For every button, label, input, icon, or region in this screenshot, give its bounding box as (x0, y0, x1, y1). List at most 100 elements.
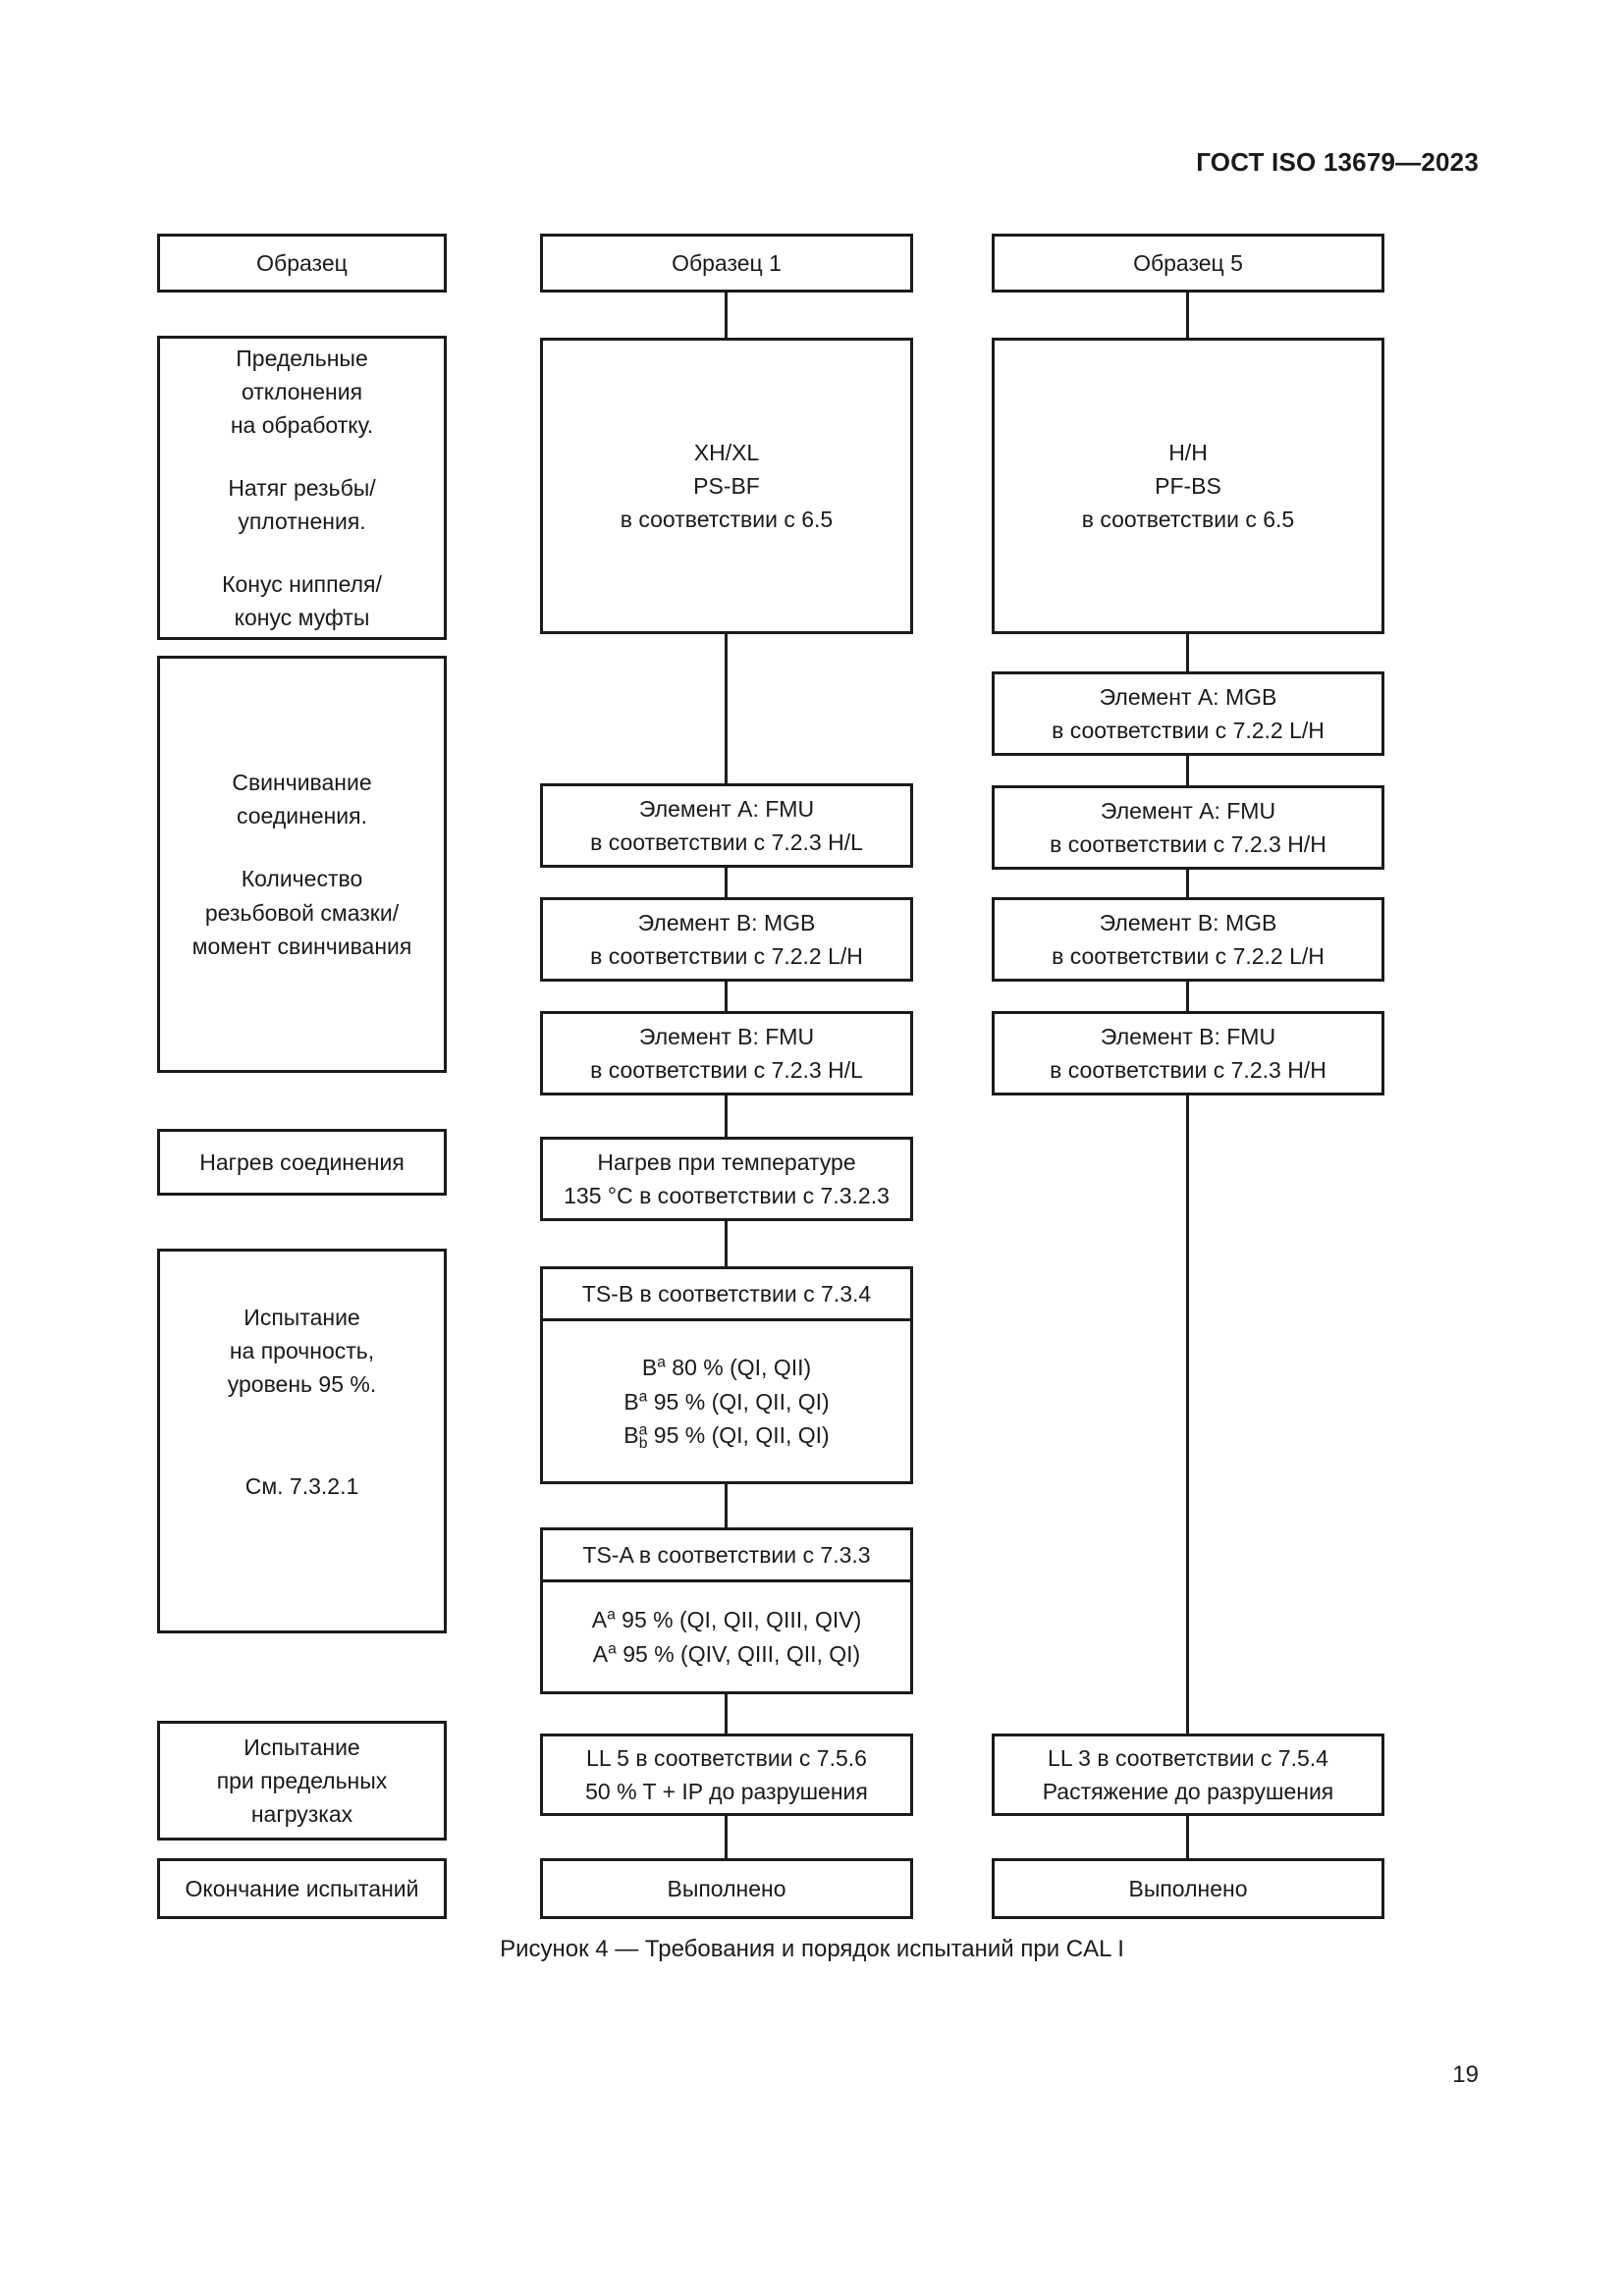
stage-makeup-line3: Количество (241, 866, 363, 892)
specimen5-spec-line1: H/H (1168, 439, 1208, 465)
stage-tolerances-line6: Конус ниппеля/ (222, 571, 382, 598)
specimen1-element-a-fmu-box: Элемент A: FMU в соответствии с 7.2.3 H/… (540, 783, 913, 868)
specimen1-header-box: Образец 1 (540, 234, 913, 293)
specimen5-spec-box: H/H PF-BS в соответствии с 6.5 (992, 338, 1384, 634)
page-number: 19 (1452, 2061, 1479, 2088)
stage-tolerances-line4: Натяг резьбы/ (228, 474, 376, 501)
specimen5-element-a-mgb-line1: Элемент A: MGB (1099, 683, 1277, 710)
specimen1-heating-box: Нагрев при температуре 135 °C в соответс… (540, 1137, 913, 1221)
stage-makeup-line4: резьбовой смазки/ (204, 899, 400, 926)
specimen5-spec-line2: PF-BS (1155, 472, 1221, 499)
specimen5-element-b-fmu-line2: в соответствии с 7.2.3 H/H (1050, 1057, 1326, 1083)
specimen1-ts-b-body: Ba 80 % (QI, QII) Ba 95 % (QI, QII, QI) … (543, 1321, 910, 1481)
specimen1-limit-load-box: LL 5 в соответствии с 7.5.6 50 % T + IP … (540, 1734, 913, 1816)
specimen1-limit-load-line2: 50 % T + IP до разрушения (585, 1779, 868, 1804)
connector-specimen1-header-to-spec (725, 293, 728, 338)
specimen1-ts-a-header: TS-A в соответствии с 7.3.3 (543, 1530, 910, 1583)
specimen1-spec-line1: XH/XL (693, 439, 760, 465)
connector-specimen5-b-mgb-to-b-fmu (1186, 982, 1189, 1011)
stage-limit-loads-line3: нагрузках (250, 1801, 353, 1828)
specimen1-header-label: Образец 1 (672, 249, 782, 276)
stage-tolerances-line1: Предельные (236, 345, 368, 371)
specimen1-heating-line1: Нагрев при температуре (597, 1148, 856, 1175)
stage-heating-box: Нагрев соединения (157, 1129, 447, 1196)
connector-specimen1-a-fmu-to-b-mgb (725, 868, 728, 897)
specimen5-limit-load-line2: Растяжение до разрушения (1042, 1779, 1334, 1804)
specimen1-done-box: Выполнено (540, 1858, 913, 1919)
stage-strength-box: Испытание на прочность, уровень 95 %. См… (157, 1249, 447, 1633)
stage-end-label: Окончание испытаний (185, 1875, 419, 1901)
specimen1-heating-line2: 135 °C в соответствии с 7.3.2.3 (564, 1183, 890, 1208)
specimen1-ts-b-row2: Ba 95 % (QI, QII, QI) (623, 1387, 830, 1415)
stage-limit-loads-line1: Испытание (244, 1734, 360, 1760)
specimen5-done-box: Выполнено (992, 1858, 1384, 1919)
stage-strength-line3: уровень 95 %. (227, 1371, 377, 1397)
specimen5-element-b-mgb-box: Элемент B: MGB в соответствии с 7.2.2 L/… (992, 897, 1384, 982)
connector-specimen1-heating-to-ts-b (725, 1221, 728, 1266)
specimen1-element-b-fmu-line1: Элемент B: FMU (638, 1023, 815, 1049)
specimen5-element-a-mgb-line2: в соответствии с 7.2.2 L/H (1052, 718, 1325, 743)
figure-caption: Рисунок 4 — Требования и порядок испытан… (500, 1936, 1124, 1962)
stage-makeup-line2: соединения. (237, 803, 367, 829)
specimen5-header-label: Образец 5 (1133, 249, 1243, 276)
specimen5-element-b-mgb-line2: в соответствии с 7.2.2 L/H (1052, 943, 1325, 969)
stage-strength-line1: Испытание (244, 1304, 360, 1330)
spacer (170, 1401, 434, 1469)
specimen1-ts-a-box: TS-A в соответствии с 7.3.3 Aa 95 % (QI,… (540, 1527, 913, 1694)
specimen5-element-a-fmu-line1: Элемент A: FMU (1100, 797, 1276, 824)
stage-limit-loads-line2: при предельных (216, 1767, 388, 1793)
connector-specimen1-spec-to-element-a-fmu (725, 634, 728, 783)
specimen5-element-b-mgb-line1: Элемент B: MGB (1099, 909, 1277, 935)
specimen1-ts-b-row3: Bab 95 % (QI, QII, QI) (623, 1420, 830, 1453)
spacer (170, 442, 434, 471)
stage-header-label: Образец (256, 249, 348, 276)
stage-makeup-line1: Свинчивание (232, 770, 372, 796)
stage-limit-loads-box: Испытание при предельных нагрузках (157, 1721, 447, 1841)
document-header-standard-number: ГОСТ ISO 13679—2023 (1196, 147, 1479, 177)
specimen1-element-b-fmu-box: Элемент B: FMU в соответствии с 7.2.3 H/… (540, 1011, 913, 1095)
specimen5-limit-load-line1: LL 3 в соответствии с 7.5.4 (1048, 1744, 1328, 1771)
stage-tolerances-line3: на обработку. (230, 411, 374, 438)
specimen1-element-b-mgb-line2: в соответствии с 7.2.2 L/H (590, 943, 863, 969)
spacer (170, 538, 434, 567)
specimen1-spec-box: XH/XL PS-BF в соответствии с 6.5 (540, 338, 913, 634)
stage-heating-label: Нагрев соединения (199, 1148, 405, 1175)
specimen1-element-b-fmu-line2: в соответствии с 7.2.3 H/L (590, 1057, 863, 1083)
specimen5-element-b-fmu-line1: Элемент B: FMU (1100, 1023, 1276, 1049)
stage-makeup-box: Свинчивание соединения. Количество резьб… (157, 656, 447, 1073)
specimen1-ts-a-row1: Aa 95 % (QI, QII, QIII, QIV) (591, 1606, 862, 1633)
specimen5-element-a-fmu-line2: в соответствии с 7.2.3 H/H (1050, 831, 1326, 857)
specimen5-element-a-fmu-box: Элемент A: FMU в соответствии с 7.2.3 H/… (992, 785, 1384, 870)
spacer (170, 832, 434, 862)
connector-specimen1-ts-b-to-ts-a (725, 1484, 728, 1527)
specimen1-ts-b-header: TS-B в соответствии с 7.3.4 (543, 1269, 910, 1322)
connector-specimen1-limit-load-to-done (725, 1816, 728, 1860)
connector-specimen5-a-fmu-to-b-mgb (1186, 870, 1189, 897)
connector-specimen5-limit-load-to-done (1186, 1816, 1189, 1860)
specimen1-ts-b-box: TS-B в соответствии с 7.3.4 Ba 80 % (QI,… (540, 1266, 913, 1484)
stage-tolerances-box: Предельные отклонения на обработку. Натя… (157, 336, 447, 640)
specimen1-element-b-mgb-box: Элемент B: MGB в соответствии с 7.2.2 L/… (540, 897, 913, 982)
stage-strength-line2: на прочность, (229, 1337, 375, 1363)
connector-specimen5-b-fmu-to-limit-load (1186, 1095, 1189, 1734)
specimen1-done-label: Выполнено (667, 1875, 786, 1901)
specimen1-limit-load-line1: LL 5 в соответствии с 7.5.6 (586, 1744, 867, 1771)
specimen5-element-b-fmu-box: Элемент B: FMU в соответствии с 7.2.3 H/… (992, 1011, 1384, 1095)
connector-specimen1-b-mgb-to-b-fmu (725, 982, 728, 1011)
specimen1-ts-a-row2: Aa 95 % (QIV, QIII, QII, QI) (592, 1639, 861, 1667)
stage-tolerances-line7: конус муфты (234, 605, 370, 631)
stage-header-box: Образец (157, 234, 447, 293)
stage-tolerances-line2: отклонения (241, 378, 363, 404)
stage-end-box: Окончание испытаний (157, 1858, 447, 1919)
specimen5-done-label: Выполнено (1128, 1875, 1248, 1901)
connector-specimen5-a-mgb-to-a-fmu (1186, 756, 1189, 785)
specimen1-element-b-mgb-line1: Элемент B: MGB (637, 909, 816, 935)
specimen1-spec-line2: PS-BF (693, 472, 760, 499)
connector-specimen1-ts-a-to-limit-load (725, 1694, 728, 1755)
connector-specimen1-b-fmu-to-heating (725, 1095, 728, 1137)
connector-specimen5-spec-to-element-a-mgb (1186, 634, 1189, 671)
stage-tolerances-line5: уплотнения. (238, 508, 366, 535)
stage-makeup-line5: момент свинчивания (191, 933, 412, 959)
specimen1-ts-a-body: Aa 95 % (QI, QII, QIII, QIV) Aa 95 % (QI… (543, 1582, 910, 1691)
specimen1-element-a-fmu-line1: Элемент A: FMU (638, 795, 815, 822)
